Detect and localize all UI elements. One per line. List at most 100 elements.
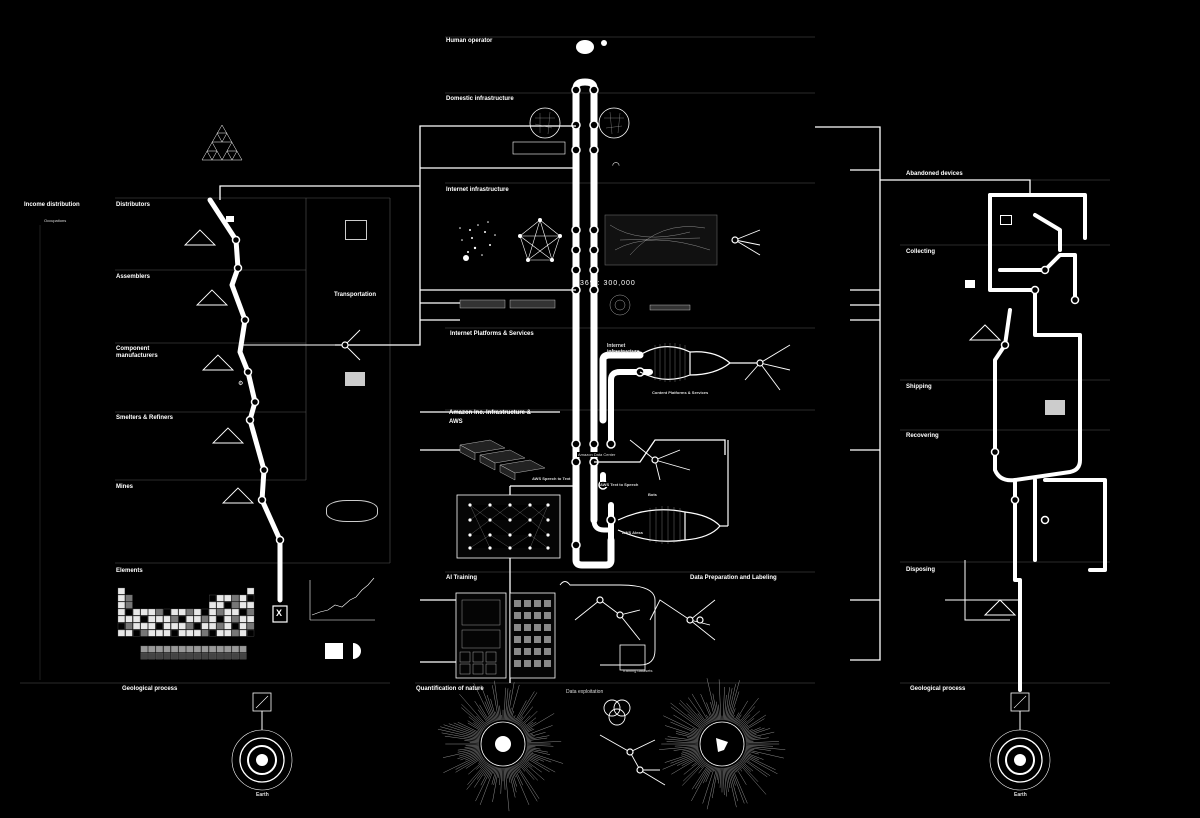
element-cell [148, 652, 156, 660]
burst-ray [499, 767, 502, 786]
burst-ray [503, 767, 506, 790]
device-icon [965, 280, 975, 288]
burst-ray [732, 765, 736, 773]
burst-ray [745, 737, 769, 741]
burst-ray [741, 714, 767, 731]
burst-ray [740, 718, 755, 730]
burst-ray [441, 732, 480, 740]
burst-ray [705, 763, 709, 768]
burst-ray [465, 757, 484, 769]
burst-ray [525, 725, 553, 736]
brain-icon [576, 40, 594, 54]
element-cell [155, 652, 163, 660]
burst-ray [682, 748, 699, 752]
burst-ray [515, 764, 538, 802]
burst-ray [691, 757, 703, 767]
burst-ray [455, 755, 482, 770]
burst-ray [491, 767, 497, 785]
burst-ray [697, 713, 708, 726]
burst-ray [670, 752, 700, 764]
burst-ray [671, 756, 702, 775]
element-cell [193, 622, 201, 630]
burst-ray [719, 767, 722, 788]
burst-ray [524, 753, 544, 762]
burst-ray [698, 762, 708, 774]
burst-ray [522, 721, 534, 731]
burst-ray [457, 751, 481, 759]
element-cell [201, 622, 209, 630]
section-disposing: Disposing [906, 567, 936, 573]
element-cell [171, 622, 179, 630]
burst-ray [516, 716, 524, 725]
burst-ray [516, 763, 521, 769]
element-cell [216, 601, 224, 609]
section-assemblers: Assemblers [116, 274, 151, 280]
burst-ray [513, 765, 524, 786]
burst-ray [664, 751, 700, 763]
section-internet-platforms: Internet Platforms & Services [450, 331, 534, 337]
burst-ray [479, 761, 487, 769]
element-cell [239, 629, 247, 637]
burst-ray [745, 731, 775, 739]
burst-ray [691, 765, 711, 802]
burst-ray [694, 757, 703, 763]
burst-ray [735, 718, 741, 725]
burst-ray [739, 760, 751, 772]
element-cell [163, 652, 171, 660]
element-cell [239, 594, 247, 602]
element-cell [178, 629, 186, 637]
burst-ray [735, 763, 740, 771]
burst-ray [486, 694, 496, 722]
burst-ray [512, 765, 530, 805]
burst-ray [504, 767, 510, 812]
burst-ray [735, 763, 743, 772]
burst-ray [744, 751, 751, 754]
element-cell [239, 615, 247, 623]
element-cell [117, 629, 125, 637]
burst-ray [733, 765, 738, 773]
container-icon-right [1045, 400, 1065, 415]
burst-ray [700, 693, 713, 723]
element-cell [125, 601, 133, 609]
burst-ray [460, 752, 481, 761]
burst-ray [678, 702, 705, 728]
element-cell [178, 622, 186, 630]
burst-ray [670, 702, 704, 730]
burst-ray [725, 687, 730, 721]
burst-ray [474, 700, 490, 725]
burst-ray [677, 754, 701, 766]
burst-ray [670, 706, 703, 731]
burst-ray [744, 728, 771, 737]
burst-ray [509, 684, 520, 721]
element-cell [193, 615, 201, 623]
burst-ray [670, 721, 701, 735]
burst-ray [673, 747, 699, 751]
burst-ray [522, 757, 530, 762]
burst-ray [511, 766, 516, 778]
burst-ray [508, 707, 512, 721]
element-cell [231, 608, 239, 616]
gear-icon: ⚙ [238, 381, 244, 387]
burst-ray [499, 705, 502, 721]
burst-ray [743, 754, 776, 770]
burst-ray [487, 716, 492, 723]
burst-ray [520, 760, 528, 768]
element-cell [224, 608, 232, 616]
element-cell [155, 645, 163, 653]
section-mines: Mines [116, 484, 134, 490]
element-cell [148, 645, 156, 653]
section-elements: Elements [116, 568, 143, 574]
element-cell [171, 629, 179, 637]
element-cell [209, 652, 217, 660]
burst-ray [443, 754, 482, 773]
section-distributors: Distributors [116, 202, 151, 208]
element-cell [224, 645, 232, 653]
element-cell [140, 622, 148, 630]
burst-ray [681, 755, 701, 766]
burst-ray [741, 757, 768, 778]
earth-label-left: Earth [256, 792, 269, 798]
burst-ray [479, 704, 491, 724]
burst-ray [494, 680, 500, 721]
burst-ray [691, 763, 709, 790]
burst-ray [444, 735, 480, 741]
